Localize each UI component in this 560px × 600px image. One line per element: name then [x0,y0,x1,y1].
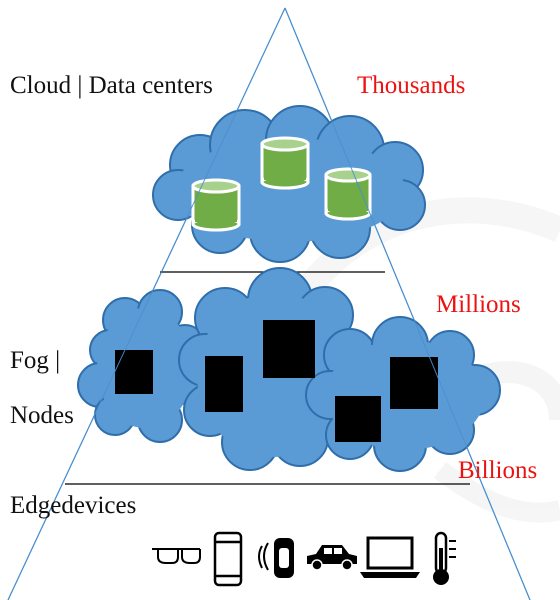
cloud-tier-count: Thousands [357,72,466,99]
fog-node [390,357,438,409]
edge-tier-label: Edgedevices [10,492,137,519]
thermometer-icon [433,531,456,585]
car-icon [307,545,357,571]
fog-tier-label: Fog | [10,347,61,374]
smartwatch-icon [258,538,294,578]
cloud-tier-label: Cloud | Data centers [10,72,213,99]
laptop-icon [360,536,420,578]
fog-tier-label-nodes: Nodes [10,402,74,429]
fog-node [263,320,315,378]
smart-glasses-icon [152,548,201,564]
fog-node [115,350,153,394]
fog-tier-count: Millions [436,291,521,318]
database-cylinder [324,167,372,221]
smartphone-icon [213,531,243,587]
edge-tier-count: Billions [458,457,538,484]
fog-node [335,396,381,442]
database-cylinder [260,136,310,190]
database-cylinder [191,178,241,232]
fog-node [205,356,243,412]
